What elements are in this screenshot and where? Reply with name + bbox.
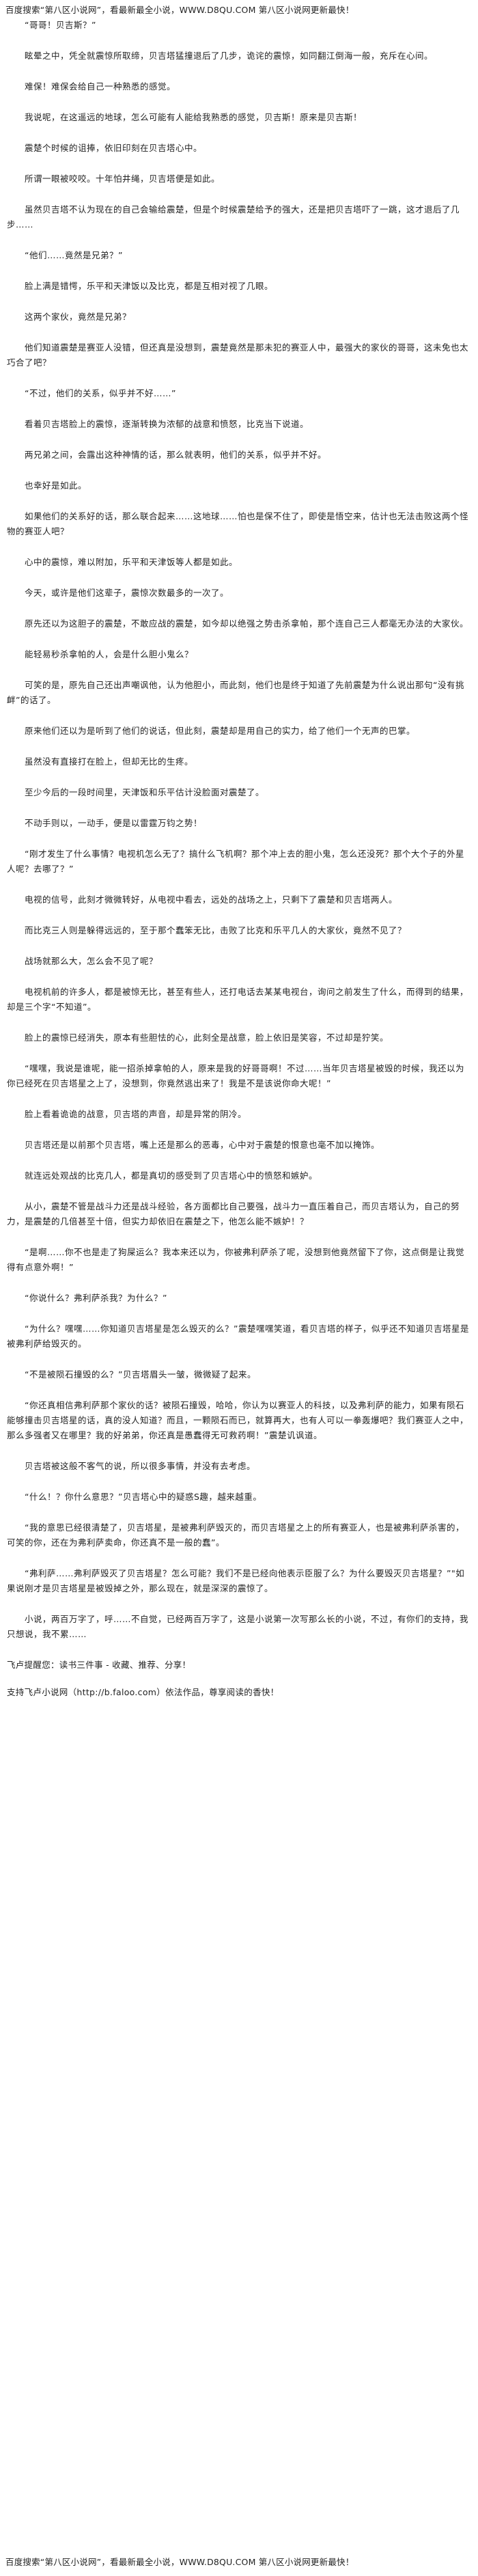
chapter-paragraph: 所谓一眼被咬咬。十年怕井绳，贝吉塔便是如此。: [25, 174, 221, 184]
chapter-paragraph: 战场就那么大，怎么会不见了呢？: [25, 956, 158, 966]
chapter-paragraph: 至少今后的一段时间里，天津饭和乐平估计没脸面对震楚了。: [25, 787, 265, 797]
chapter-paragraph: 难保！难保会给自己一种熟悉的感觉。: [25, 81, 176, 92]
chapter-paragraph: 眩晕之中，凭全就震惊所取缔，贝吉塔猛撞退后了几步，诡诧的震惊，如同翻江倒海一般，…: [25, 51, 434, 61]
chapter-paragraph: “你说什么？弗利萨杀我？为什么？”: [25, 1293, 167, 1303]
chapter-paragraph: 虽然贝吉塔不认为现在的自己会输给震楚，但是个时候震楚给予的强大，还是把贝吉塔吓了…: [7, 204, 460, 230]
chapter-paragraph: “是啊……你不也是走了狗屎运么？我本来还以为，你被弗利萨杀了呢，没想到他竟然留下…: [7, 1247, 464, 1272]
chapter-paragraph: 电视机前的许多人，都是被惊无比，甚至有些人，还打电话去某某电视台，询问之前发生了…: [7, 987, 469, 1012]
chapter-body: “哥哥！贝吉斯？” 眩晕之中，凭全就震惊所取缔，贝吉塔猛撞退后了几步，诡诧的震惊，…: [0, 18, 478, 1700]
footer-banner: 百度搜索“第八区小说网”，看最新最全小说，WWW.D8QU.COM 第八区小说网…: [5, 2557, 354, 2567]
chapter-paragraph: “你还真相信弗利萨那个家伙的话？被陨石撞毁，哈哈，你认为以赛亚人的科技，以及弗利…: [7, 1400, 469, 1440]
chapter-paragraph: 震楚个时候的诅捧，依旧印刻在贝吉塔心中。: [25, 143, 203, 153]
chapter-paragraph: 小说，两百万字了，呼……不自觉，已经两百万字了，这是小说第一次写那么长的小说，不…: [7, 1614, 469, 1639]
chapter-paragraph: 如果他们的关系好的话，那么联合起来……这地球……怕也是保不住了，即使是悟空来，估…: [7, 511, 469, 536]
chapter-paragraph: “嘿嘿，我说是谁呢，能一招杀掉拿帕的人，原来是我的好哥哥啊！不过……当年贝吉塔星…: [7, 1063, 464, 1088]
chapter-paragraph: “他们……竟然是兄弟？”: [25, 250, 123, 260]
header-banner: 百度搜索“第八区小说网”，看最新最全小说，WWW.D8QU.COM 第八区小说网…: [5, 5, 354, 15]
chapter-paragraph: 他们知道震楚是赛亚人没错，但还真是没想到，震楚竟然是那未犯的赛亚人中，最强大的家…: [7, 342, 469, 368]
chapter-paragraph: 原来他们还以为是听到了他们的说话，但此刻，震楚却是用自己的实力，给了他们一个无声…: [25, 726, 416, 736]
chapter-paragraph: “弗利萨……弗利萨毁灭了贝吉塔星？怎么可能？我们不是已经向他表示臣服了么？为什么…: [7, 1568, 465, 1593]
chapter-paragraph: “什么！？你什么意思？”贝吉塔心中的疑惑S趣，越来越重。: [25, 1492, 262, 1502]
chapter-paragraph: “为什么？嘿嘿……你知道贝吉塔星是怎么毁灭的么？”震楚嘿嘿笑道，看贝吉塔的样子，…: [7, 1324, 469, 1349]
chapter-paragraph: 从小，震楚不管是战斗力还是战斗经验，各方面都比自己要强，战斗力一直压着自己，而贝…: [7, 1201, 460, 1227]
chapter-paragraph: 虽然没有直接打在脸上，但却无比的生疼。: [25, 756, 194, 767]
chapter-paragraph: “不过，他们的关系，似乎并不好……”: [25, 388, 176, 398]
chapter-paragraph: 原先还以为这胆子的震楚，不敢应战的震楚，如今却以绝强之势击杀拿帕，那个连自己三人…: [25, 618, 469, 629]
chapter-paragraph: 心中的震惊，难以附加，乐平和天津饭等人都是如此。: [25, 557, 238, 567]
chapter-paragraph: 贝吉塔还是以前那个贝吉塔，嘴上还是那么的恶毒，心中对于震楚的恨意也毫不加以掩饰。: [25, 1140, 380, 1150]
chapter-paragraph: 能轻易秒杀拿帕的人，会是什么胆小鬼么？: [25, 649, 194, 659]
chapter-paragraph: 我说呢，在这遥远的地球，怎么可能有人能给我熟悉的感觉，贝吉斯！原来是贝吉斯！: [25, 112, 363, 122]
chapter-paragraph: 而比克三人则是躲得远远的，至于那个蠢笨无比，击败了比克和乐平几人的大家伙，竟然不…: [25, 925, 407, 935]
chapter-paragraph: “不是被陨石撞毁的么？”贝吉塔眉头一皱，微微疑了起来。: [25, 1369, 256, 1380]
footer-reminder: 飞卢提醒您：读书三件事 - 收藏、推荐、分享！: [7, 1660, 191, 1670]
chapter-paragraph: 也幸好是如此。: [25, 480, 87, 491]
chapter-paragraph: 今天，或许是他们这辈子，震惊次数最多的一次了。: [25, 588, 229, 598]
footer-support-link[interactable]: 支持飞卢小说网（http://b.faloo.com）依法作品，尊享阅读的香快！: [7, 1687, 279, 1697]
chapter-paragraph: 贝吉塔被这般不客气的说，所以很多事情，并没有去考虑。: [25, 1461, 256, 1471]
chapter-paragraph: 电视的信号，此刻才微微转好，从电视中看去，远处的战场之上，只剩下了震楚和贝吉塔两…: [25, 894, 398, 905]
chapter-paragraph: 两兄弟之间，会露出这种神情的话，那么就表明，他们的关系，似乎并不好。: [25, 450, 327, 460]
chapter-paragraph: 就连远处观战的比克几人，都是真切的感受到了贝吉塔心中的愤怒和嫉妒。: [25, 1170, 318, 1181]
chapter-paragraph: 不动手则以，一动手，便是以雷霆万钧之势！: [25, 818, 203, 828]
chapter-paragraph: 脸上的震惊已经消失，原本有些胆怯的心，此刻全是战意，脸上依旧是笑容，不过却是狞笑…: [25, 1032, 389, 1043]
chapter-paragraph: 这两个家伙，竟然是兄弟？: [25, 312, 132, 322]
chapter-paragraph: 脸上满是错愕，乐平和天津饭以及比克，都是互相对视了几眼。: [25, 281, 274, 291]
chapter-paragraph: 可笑的是，原先自己还出声嘲讽他，认为他胆小，而此刻，他们也是终于知道了先前震楚为…: [7, 680, 464, 705]
chapter-paragraph: “我的意思已经很清楚了，贝吉塔星，是被弗利萨毁灭的，而贝吉塔星之上的所有赛亚人，…: [7, 1522, 464, 1548]
chapter-paragraph: 脸上看着诡诡的战意，贝吉塔的声音，却是异常的阴冷。: [25, 1109, 247, 1119]
chapter-paragraph: “哥哥！贝吉斯？”: [25, 20, 96, 30]
chapter-paragraph: “刚才发生了什么事情？电视机怎么无了？搞什么飞机啊？那个冲上去的胆小鬼，怎么还没…: [7, 849, 464, 874]
chapter-paragraph: 看着贝吉塔脸上的震惊，逐渐转换为浓郁的战意和愤怒，比克当下说道。: [25, 419, 309, 429]
